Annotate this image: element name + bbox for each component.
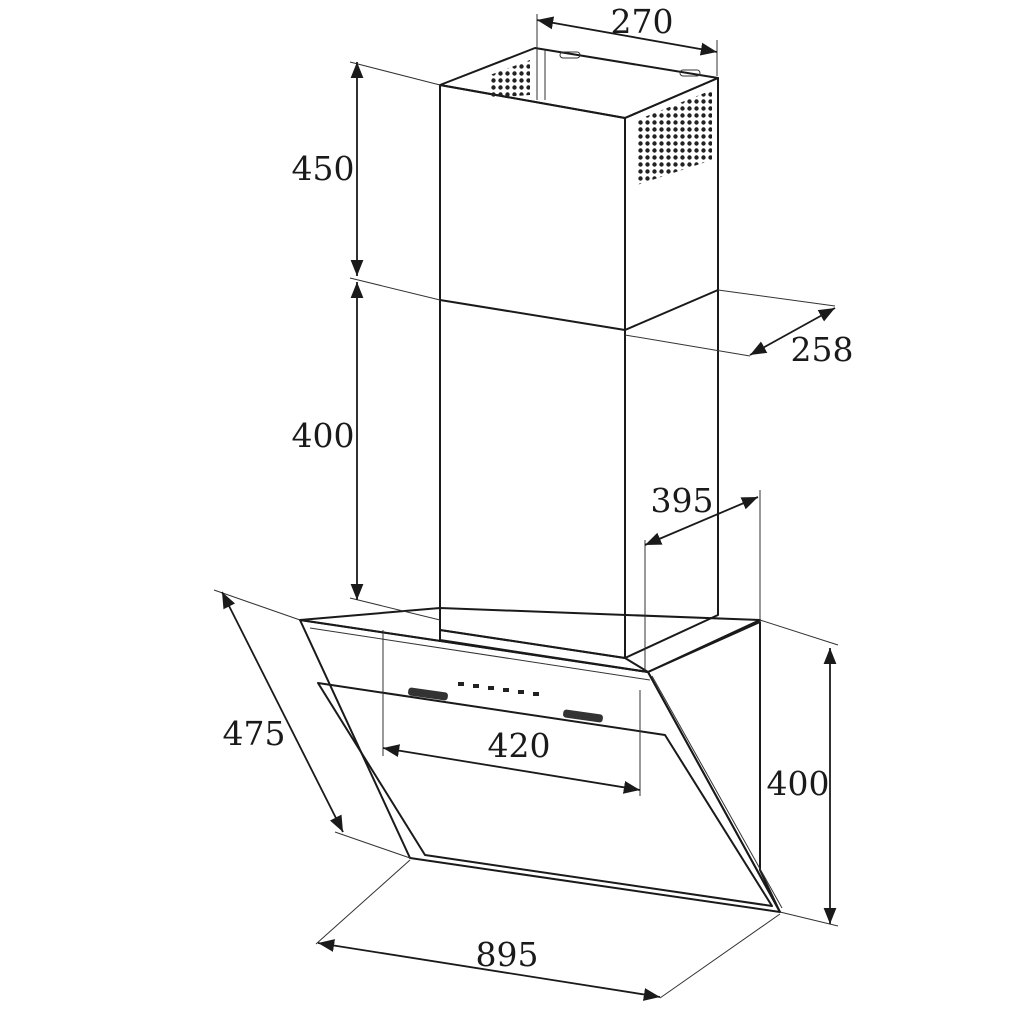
rear-vent-grille [490,60,530,98]
dimension-labels: 270 450 400 258 395 420 475 400 895 [223,2,854,974]
chimney-side-face [624,77,719,659]
control-buttons [458,682,539,696]
side-vent-grille [637,90,712,185]
label-glass-panel-height: 475 [223,714,286,753]
label-hood-depth: 395 [651,481,714,520]
label-hood-width: 895 [476,935,539,974]
chimney-seam-side [624,289,719,331]
hood-top-plate [299,607,761,673]
mounting-slot [679,69,701,77]
dim-line-420 [382,744,641,794]
dim-line-895 [317,939,661,1001]
label-chimney-width: 270 [611,2,674,41]
dim-line-258 [749,307,836,356]
dim-line-395 [644,496,759,546]
control-panel [408,682,603,723]
label-upper-chimney-height: 450 [292,149,355,188]
label-lower-chimney-height: 400 [292,416,355,455]
chimney [439,47,719,659]
label-hood-height: 400 [767,764,830,803]
chimney-front-face [439,84,626,659]
left-handle [408,687,448,701]
dimension-lines [221,16,837,1001]
hood-body [299,607,783,913]
right-handle [563,709,603,723]
label-chimney-depth: 258 [791,330,854,369]
label-control-panel-width: 420 [488,726,551,765]
glass-panel [317,682,773,907]
dim-line-270 [536,16,718,56]
hood-frame [299,619,781,913]
dim-line-475 [221,591,344,833]
chimney-seam [439,299,626,331]
